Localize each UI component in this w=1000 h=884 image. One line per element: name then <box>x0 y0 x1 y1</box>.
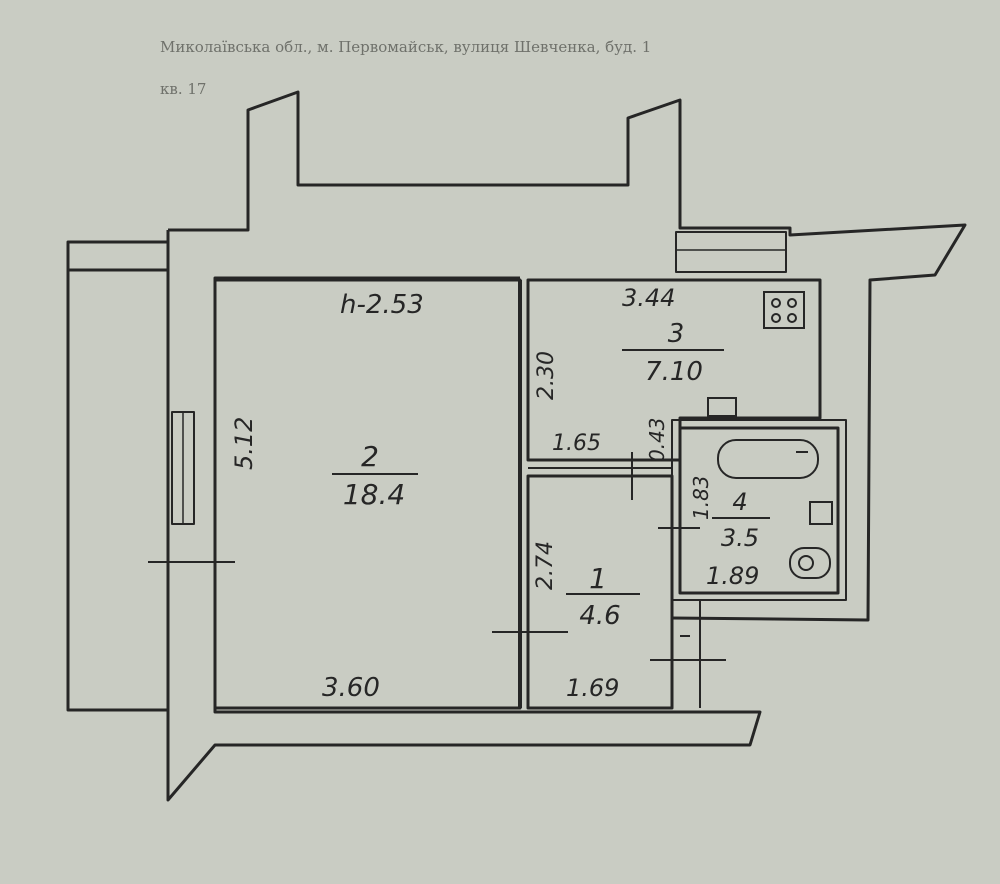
room-4-outline <box>678 426 840 595</box>
room-3-dim-left: 2.30 <box>534 351 559 400</box>
room-1-outline <box>526 474 674 710</box>
room-2-area: 18.4 <box>343 478 405 511</box>
washbasin-icon <box>809 501 833 525</box>
room-3-dim-bottom: 1.65 <box>552 431 601 456</box>
room-3-dim-top: 3.44 <box>622 284 675 312</box>
sink-icon <box>707 397 737 417</box>
room-4-dim-left: 1.83 <box>689 475 713 520</box>
room-1-dim-left: 2.74 <box>533 541 558 590</box>
room-2-dim-bottom: 3.60 <box>322 673 380 703</box>
room-3-number: 3 <box>668 319 685 349</box>
walls <box>66 90 967 802</box>
room-4-area: 3.5 <box>721 524 759 552</box>
room-1-area: 4.6 <box>579 601 620 631</box>
stove-burner-icon <box>787 298 797 308</box>
stove-burner-icon <box>771 298 781 308</box>
address-line-1: Миколаївська обл., м. Первомайськ, вулиц… <box>160 38 651 56</box>
ceiling-height: h-2.53 <box>340 290 424 320</box>
outer-wall <box>168 90 967 622</box>
room-4-dim-bottom: 1.89 <box>706 562 759 590</box>
room-3-outline <box>526 278 822 462</box>
stove-burner-icon <box>771 313 781 323</box>
room-2-dim-left: 5.12 <box>230 417 258 470</box>
bathtub-icon <box>717 439 819 479</box>
room-4-wall <box>671 419 847 601</box>
room-3-area: 7.10 <box>645 357 703 387</box>
room-2-number: 2 <box>361 440 379 473</box>
balcony-outline <box>66 240 170 712</box>
upper-window <box>675 231 787 273</box>
stove-burner-icon <box>787 313 797 323</box>
room-4-number: 4 <box>732 488 747 516</box>
toilet-bowl-icon <box>798 555 814 571</box>
stove-icon <box>763 291 805 329</box>
room-1-number: 1 <box>589 562 607 595</box>
toilet-icon <box>789 547 831 579</box>
room-3-dim-small: 0.43 <box>645 417 669 462</box>
room-1-dim-bottom: 1.69 <box>566 674 619 702</box>
address-line-2: кв. 17 <box>160 80 206 98</box>
fixtures <box>707 291 833 579</box>
